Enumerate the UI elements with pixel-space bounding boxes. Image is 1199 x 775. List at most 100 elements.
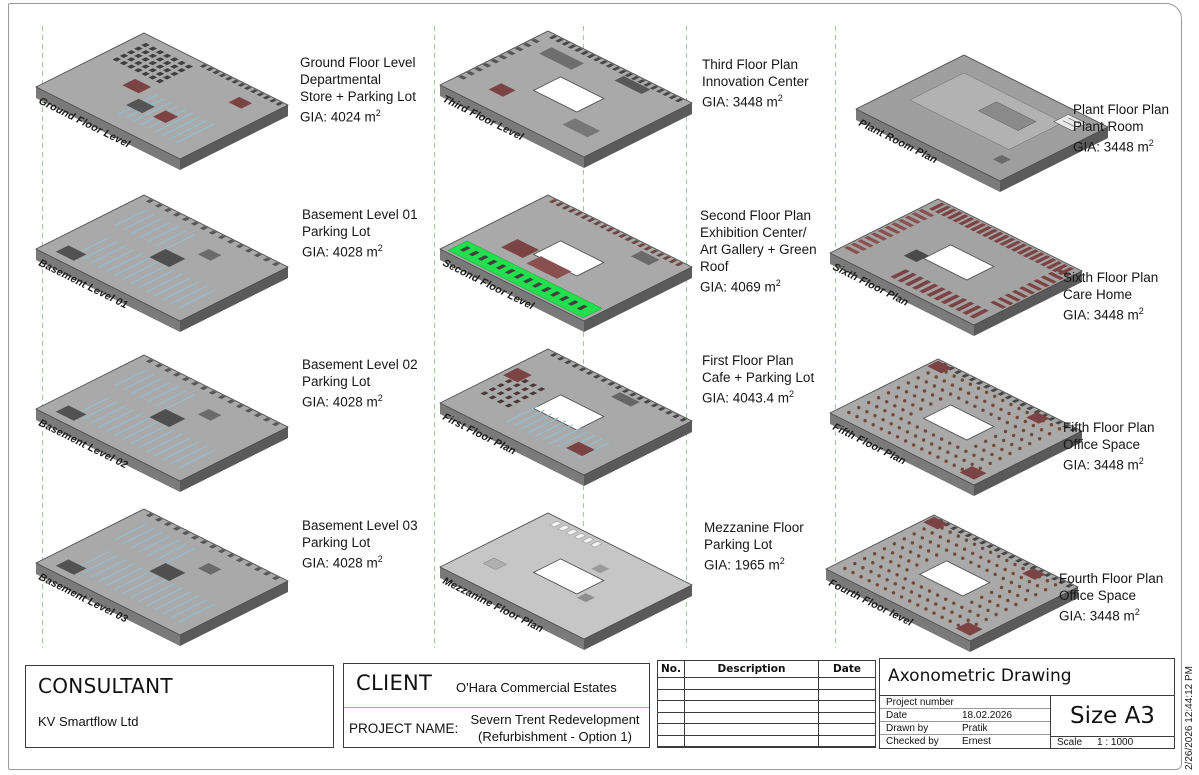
field-date: Date 18.02.2026 (880, 709, 1050, 722)
sheet-size: Size A3 (1050, 696, 1174, 736)
view-cell-plant-floor: Plant Room Plan (844, 38, 1116, 214)
annotation-line: Fifth Floor Plan (1063, 420, 1155, 435)
annotation-line: Sixth Floor Plan (1063, 270, 1159, 285)
revision-cell (819, 736, 875, 747)
revision-cell (819, 713, 875, 724)
annotation-gia: GIA: 4028 m2 (302, 243, 383, 260)
annotation-gia: GIA: 4028 m2 (302, 393, 383, 410)
view-cell-first-floor: First Floor Plan (428, 332, 700, 508)
title-block-fields: Project number Date 18.02.2026 Drawn by … (880, 696, 1050, 748)
revision-cell (685, 735, 819, 747)
axon-view-mezzanine[interactable]: Mezzanine Floor Plan (428, 496, 700, 672)
revision-row (658, 678, 875, 690)
view-cell-fifth-floor: Fifth Floor Plan (818, 342, 1090, 518)
annotation-line: Office Space (1063, 437, 1141, 452)
scale-label: Scale (1057, 737, 1083, 748)
view-cell-mezzanine: Mezzanine Floor Plan (428, 496, 700, 672)
annotation-line: Fourth Floor Plan (1059, 571, 1164, 586)
annotation-gia: GIA: 3448 m2 (1059, 607, 1140, 624)
annotation-line: Care Home (1063, 287, 1133, 302)
revision-cell (658, 724, 685, 736)
annotation-gia: GIA: 1965 m2 (704, 556, 785, 573)
annotation-line: Departmental (300, 72, 382, 87)
client-heading: CLIENT (356, 671, 433, 695)
field-label: Date (886, 710, 908, 721)
view-cell-third-floor: Third Floor Level (428, 14, 700, 190)
axon-view-sixth-floor[interactable]: Sixth Floor Plan (818, 182, 1090, 358)
view-cell-basement-02: Basement Level 02 (24, 338, 296, 514)
gia-superscript: 2 (377, 243, 383, 253)
field-project-number: Project number (880, 696, 1050, 709)
field-label: Checked by (886, 736, 939, 747)
field-label: Drawn by (886, 723, 929, 734)
annotation-line: Second Floor Plan (700, 208, 812, 223)
axon-view-first-floor[interactable]: First Floor Plan (428, 332, 700, 508)
annotation-gia: GIA: 3448 m2 (1063, 456, 1144, 473)
view-cell-second-floor: Second Floor Level (428, 178, 700, 354)
annotation-line: Parking Lot (302, 535, 371, 550)
annotation-line: Ground Floor Level (300, 55, 416, 70)
revision-cell (658, 689, 685, 701)
revision-row (658, 701, 875, 713)
revision-table: No. Description Date (657, 660, 876, 748)
revision-cell (658, 735, 685, 747)
gia-superscript: 2 (777, 93, 783, 103)
view-cell-basement-03: Basement Level 03 (24, 492, 296, 668)
annotation-gia: GIA: 4024 m2 (300, 108, 381, 125)
view-cell-basement-01: Basement Level 01 (24, 178, 296, 354)
annotation-gia: GIA: 4028 m2 (302, 554, 383, 571)
print-timestamp: 2/26/2026 12:44:12 PM (1184, 666, 1195, 770)
revision-row (658, 689, 875, 701)
revision-cell (819, 690, 875, 701)
client-name: O'Hara Commercial Estates (456, 680, 617, 695)
revision-header-date: Date (819, 661, 875, 678)
field-checked-by: Checked by Ernest (880, 735, 1050, 748)
sheet-scale: Scale 1 : 1000 (1050, 736, 1174, 748)
axon-view-basement-01[interactable]: Basement Level 01 (24, 178, 296, 354)
revision-cell (685, 712, 819, 724)
annotation-line: Parking Lot (302, 374, 371, 389)
axon-view-plant-floor[interactable]: Plant Room Plan (844, 38, 1116, 214)
sheet-title-row: Axonometric Drawing (880, 659, 1174, 696)
revision-body (658, 678, 875, 747)
field-label: Project number (886, 697, 954, 708)
title-block: Axonometric Drawing Project number Date … (879, 658, 1175, 749)
revision-header-description: Description (685, 661, 819, 678)
axon-view-fourth-floor[interactable]: Fourth Floor level (814, 498, 1086, 674)
gia-superscript: 2 (1138, 456, 1144, 466)
revision-cell (685, 724, 819, 736)
axon-view-basement-03[interactable]: Basement Level 03 (24, 492, 296, 668)
view-cell-fourth-floor: Fourth Floor level (814, 498, 1086, 674)
annotation-line: Parking Lot (704, 537, 773, 552)
annotation-gia: GIA: 3448 m2 (702, 93, 783, 110)
axon-view-second-floor[interactable]: Second Floor Level (428, 178, 700, 354)
annotation-line: Plant Floor Plan (1073, 102, 1170, 117)
axon-view-basement-02[interactable]: Basement Level 02 (24, 338, 296, 514)
revision-header-no: No. (658, 661, 685, 678)
view-cell-ground-floor: Ground Floor Level (24, 16, 296, 192)
gia-superscript: 2 (789, 389, 795, 399)
annotation-gia: GIA: 4043.4 m2 (702, 389, 795, 406)
annotation-line: Roof (700, 259, 729, 274)
project-name-label: PROJECT NAME: (349, 721, 459, 736)
annotation-line: Parking Lot (302, 224, 371, 239)
consultant-box: CONSULTANT KV Smartflow Ltd (25, 665, 334, 748)
annotation-line: Innovation Center (702, 74, 809, 89)
annotation-line: Mezzanine Floor (704, 520, 804, 535)
axon-view-fifth-floor[interactable]: Fifth Floor Plan (818, 342, 1090, 518)
axon-view-ground-floor[interactable]: Ground Floor Level (24, 16, 296, 192)
project-name-line: (Refurbishment - Option 1) (478, 729, 632, 744)
annotation-line: Exhibition Center/ (700, 225, 807, 240)
axon-view-third-floor[interactable]: Third Floor Level (428, 14, 700, 190)
annotation-line: Store + Parking Lot (300, 89, 416, 104)
gia-superscript: 2 (1134, 607, 1140, 617)
column-guide (835, 26, 836, 648)
